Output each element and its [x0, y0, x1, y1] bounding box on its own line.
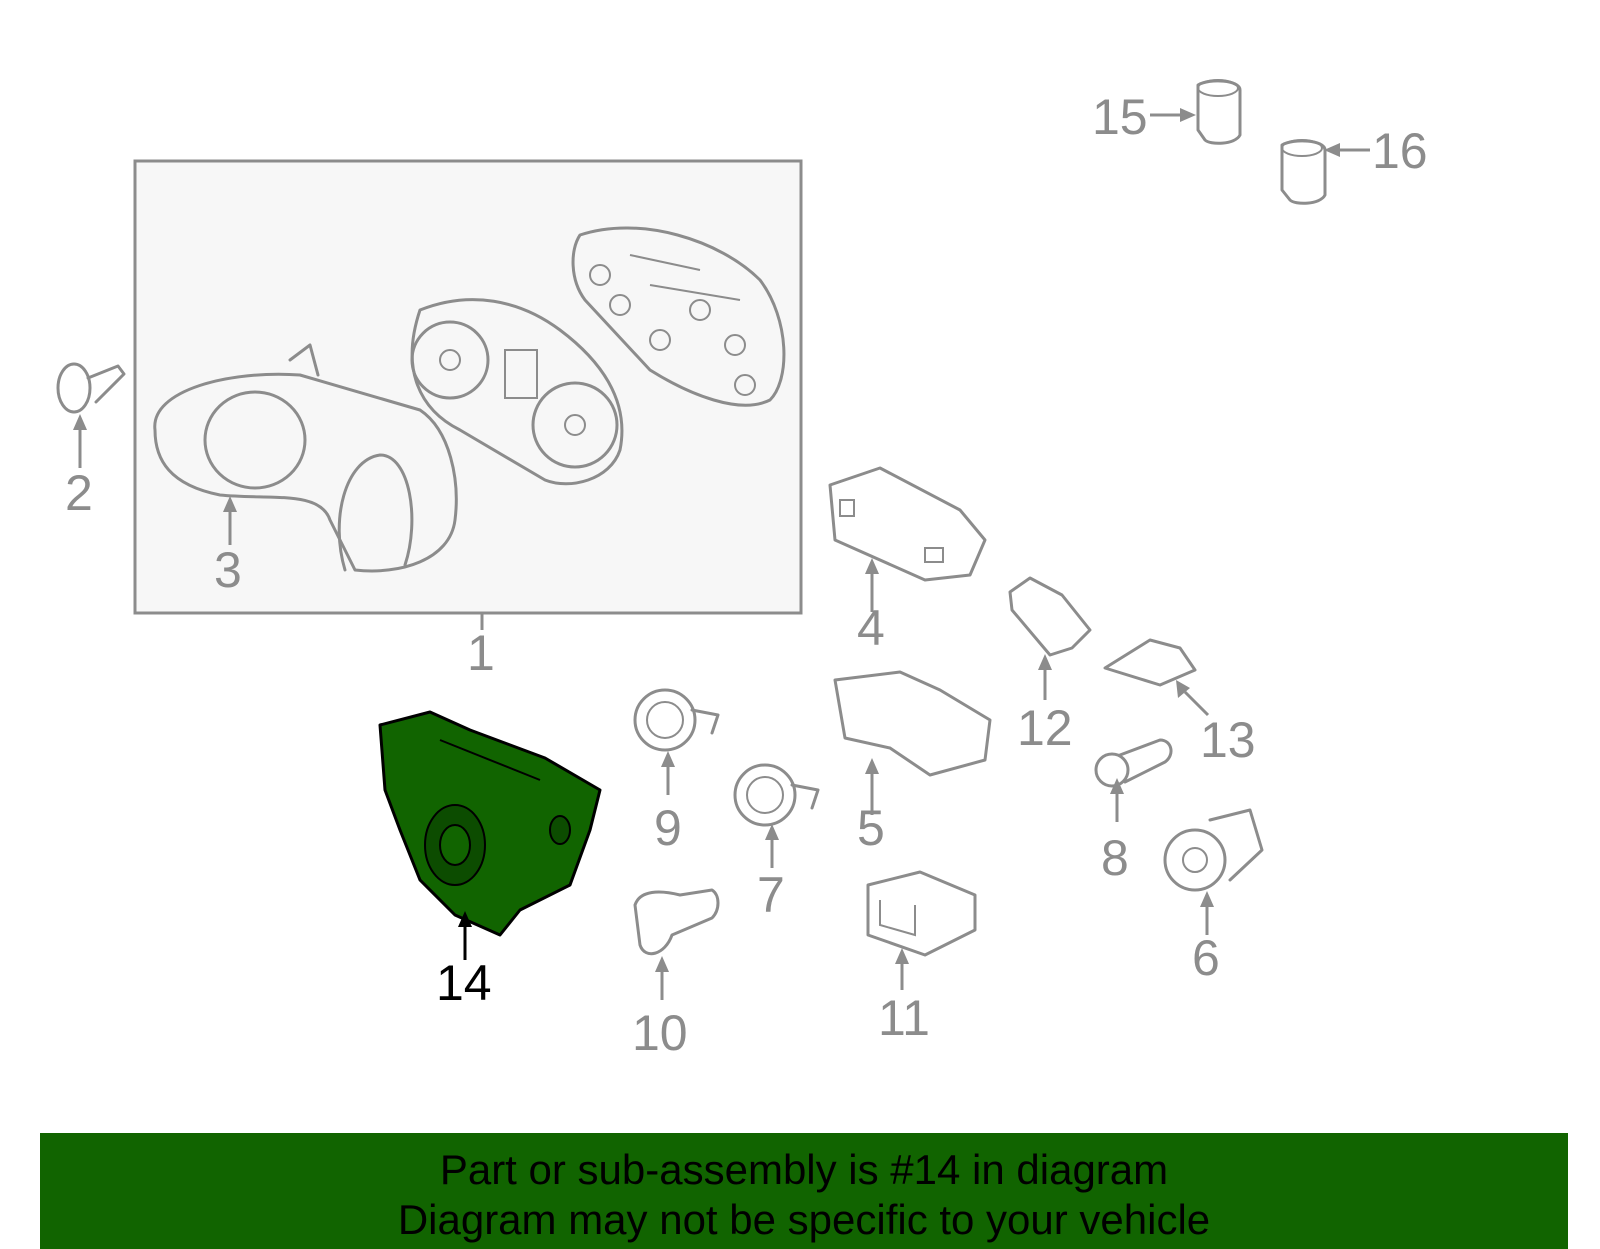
part-3-cluster-housing	[153, 343, 458, 573]
callout-7: 7	[757, 867, 785, 923]
part-14-climate-control	[378, 710, 602, 960]
part-8-bulb	[1094, 738, 1173, 822]
callout-10: 10	[632, 1005, 688, 1061]
callout-12: 12	[1017, 700, 1073, 756]
banner-line-1: Part or sub-assembly is #14 in diagram	[439, 1146, 1169, 1193]
part-10-connector	[633, 888, 720, 1000]
callout-9: 9	[654, 800, 682, 856]
part-11-socket	[866, 870, 977, 990]
part-2-screw	[56, 362, 126, 468]
callout-2: 2	[65, 465, 93, 521]
part-4-switch-panel	[828, 466, 987, 612]
callout-8: 8	[1101, 830, 1129, 886]
circuit-board	[571, 226, 786, 407]
part-16-button	[1280, 139, 1370, 205]
callout-14: 14	[436, 955, 492, 1011]
callout-16: 16	[1372, 123, 1428, 179]
part-7-ring	[733, 763, 820, 868]
callout-1: 1	[467, 625, 495, 681]
part-6-ignition-lock	[1163, 808, 1264, 935]
info-banner: Part or sub-assembly is #14 in diagram D…	[40, 1133, 1568, 1249]
cluster-assembly-box	[133, 159, 803, 615]
callout-4: 4	[857, 600, 885, 656]
callout-3: 3	[214, 542, 242, 598]
part-9-ring	[633, 688, 720, 795]
part-5-bracket	[833, 670, 992, 815]
callout-6: 6	[1192, 930, 1220, 986]
callout-13: 13	[1200, 712, 1256, 768]
part-13-clip	[1103, 638, 1210, 717]
callout-11: 11	[878, 990, 930, 1046]
part-15-button	[1150, 79, 1242, 145]
part-12-switch	[1008, 576, 1092, 700]
callout-5: 5	[857, 800, 885, 856]
banner-line-2: Diagram may not be specific to your vehi…	[397, 1196, 1211, 1243]
callout-15: 15	[1092, 89, 1148, 145]
gauge-face	[410, 298, 624, 486]
